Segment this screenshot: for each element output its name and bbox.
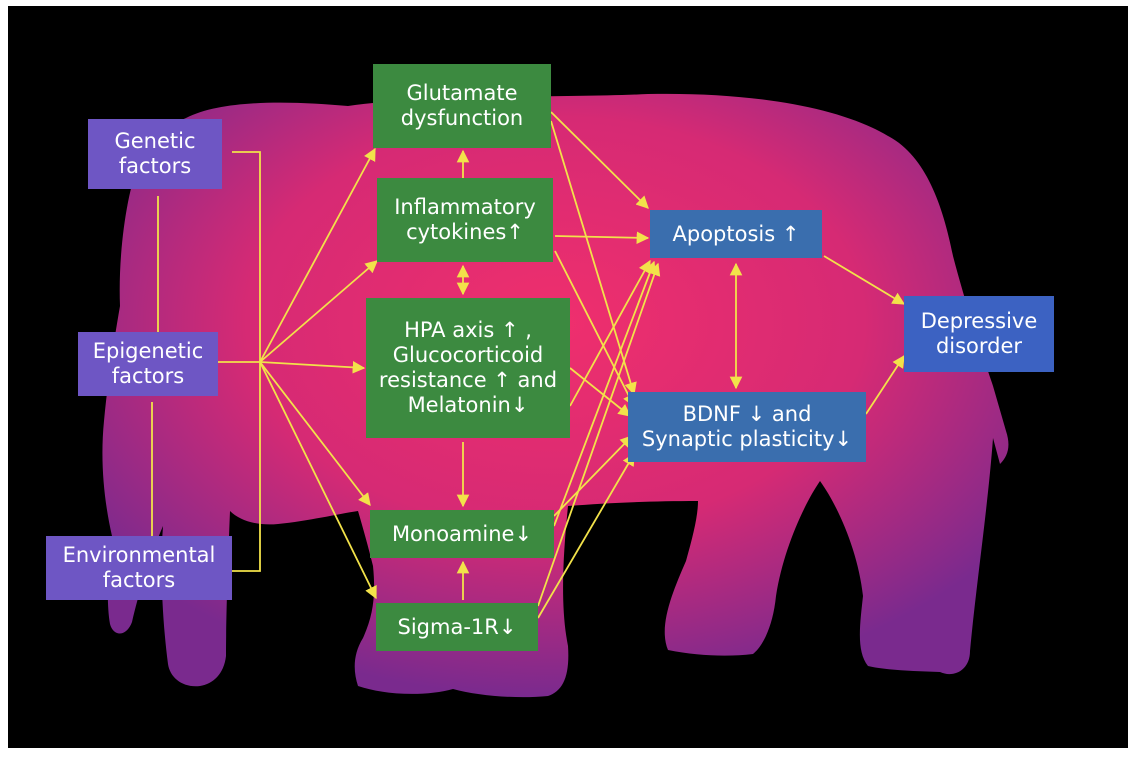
- glutamate-dysfunction-label: Glutamate dysfunction: [401, 81, 523, 131]
- depressive-disorder-box: Depressive disorder: [904, 296, 1054, 372]
- epigenetic-factors-label: Epigenetic factors: [93, 339, 204, 389]
- apoptosis-label: Apoptosis ↑: [673, 222, 800, 247]
- inflammatory-cytokines-label: Inflammatory cytokines↑: [394, 195, 536, 245]
- monoamine-label: Monoamine↓: [392, 522, 532, 547]
- hpa-axis-label: HPA axis ↑ , Glucocorticoid resistance ↑…: [379, 318, 557, 418]
- inflammatory-cytokines-box: Inflammatory cytokines↑: [377, 178, 553, 262]
- monoamine-box: Monoamine↓: [370, 510, 554, 558]
- environmental-factors-box: Environmental factors: [46, 536, 232, 600]
- sigma-1r-box: Sigma-1R↓: [376, 603, 538, 651]
- genetic-factors-box: Genetic factors: [88, 119, 222, 189]
- bdnf-label: BDNF ↓ and Synaptic plasticity↓: [642, 402, 852, 452]
- hpa-axis-box: HPA axis ↑ , Glucocorticoid resistance ↑…: [366, 298, 570, 438]
- bdnf-box: BDNF ↓ and Synaptic plasticity↓: [628, 392, 866, 462]
- depressive-disorder-label: Depressive disorder: [921, 309, 1038, 359]
- sigma-1r-label: Sigma-1R↓: [398, 615, 517, 640]
- epigenetic-factors-box: Epigenetic factors: [78, 332, 218, 396]
- genetic-factors-label: Genetic factors: [114, 129, 195, 179]
- diagram-canvas: Genetic factors Epigenetic factors Envir…: [8, 6, 1128, 748]
- environmental-factors-label: Environmental factors: [63, 543, 216, 593]
- apoptosis-box: Apoptosis ↑: [650, 210, 822, 258]
- glutamate-dysfunction-box: Glutamate dysfunction: [373, 64, 551, 148]
